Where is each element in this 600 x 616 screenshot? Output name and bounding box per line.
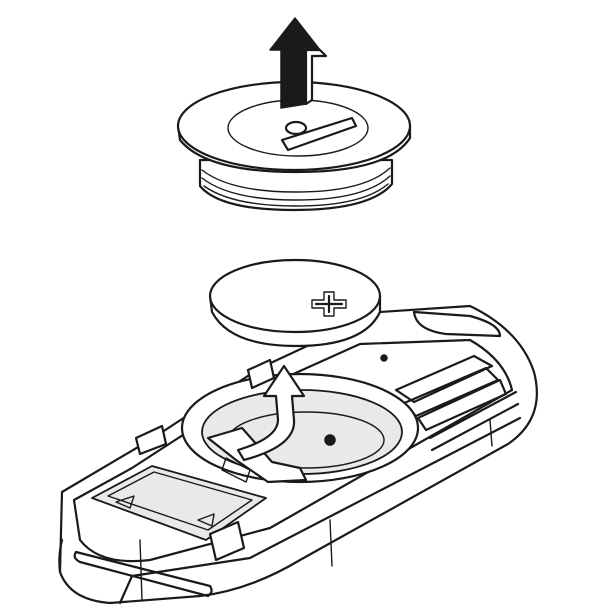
battery-top-face — [208, 258, 382, 334]
fob-side-seam — [139, 419, 493, 601]
cover-coin-slot — [280, 116, 358, 152]
cavity-pin — [324, 434, 336, 446]
battery-plus-outline — [311, 291, 347, 317]
battery-cover — [176, 80, 412, 212]
fob-front-slot — [73, 550, 213, 598]
key-fob-housing — [58, 304, 538, 605]
cover-thread-body — [198, 158, 394, 212]
fob-screw-hole — [380, 354, 388, 362]
fob-top-deck — [72, 338, 514, 563]
fob-triangle-mark-2 — [197, 513, 215, 527]
fob-triangle-mark — [115, 495, 135, 509]
fob-button-recess-lip — [107, 471, 253, 531]
battery-plus-symbol — [314, 294, 344, 314]
curved-arrow-icon — [236, 364, 306, 462]
fob-side-rail — [428, 390, 520, 452]
up-arrow-highlight — [304, 48, 328, 106]
fob-corner-tab-left — [134, 424, 168, 456]
fob-contact-clip — [412, 310, 502, 338]
coin-cell-battery — [208, 258, 382, 348]
fob-button-recess — [91, 465, 267, 541]
fob-corner-tab-front — [208, 520, 246, 562]
cover-center-hole — [284, 120, 308, 136]
battery-contact-tab — [221, 457, 251, 483]
cover-threads — [201, 167, 391, 207]
fob-corner-tab-mid — [246, 358, 276, 390]
fob-bottom-edge — [58, 416, 522, 605]
